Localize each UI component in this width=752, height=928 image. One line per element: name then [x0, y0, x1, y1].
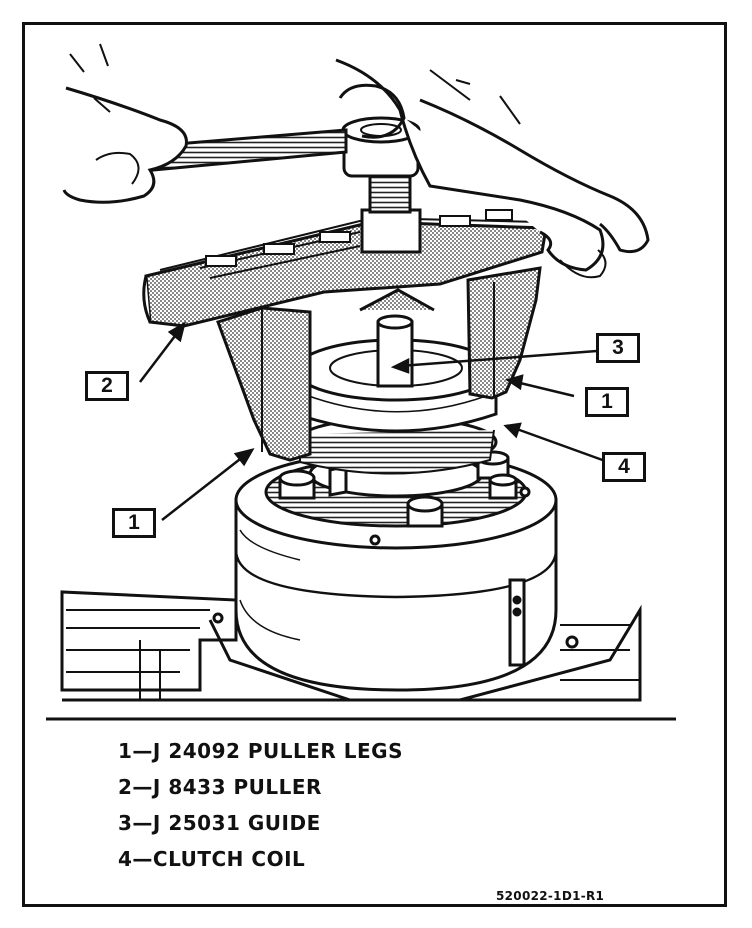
parts-legend: 1—J 24092 PULLER LEGS 2—J 8433 PULLER 3—…	[118, 738, 403, 882]
puller-leg-right	[466, 266, 542, 400]
puller-screw	[359, 288, 435, 388]
figure-id: 520022-1D1-R1	[496, 889, 605, 903]
hand-left	[62, 43, 188, 204]
callout-puller-legs-left: 1	[112, 508, 156, 538]
legend-item-guide: 3—J 25031 GUIDE	[118, 811, 321, 835]
legend-item-puller-legs: 1—J 24092 PULLER LEGS	[118, 739, 404, 763]
legend-item-puller: 2—J 8433 PULLER	[118, 775, 322, 799]
leader-lines	[139, 321, 611, 521]
hand-right	[335, 58, 650, 279]
callout-puller-legs-right: 1	[585, 387, 629, 417]
callout-guide: 3	[596, 333, 640, 363]
hub-bolt-far-right	[488, 473, 518, 500]
legend-item-clutch-coil: 4—CLUTCH COIL	[118, 847, 306, 871]
compressor-housing	[60, 590, 642, 702]
hub-bolt-center	[406, 495, 444, 528]
puller-leg-left	[216, 306, 312, 462]
clutch-coil-ring	[294, 416, 498, 475]
callout-clutch-coil: 4	[602, 452, 646, 482]
callout-puller: 2	[85, 371, 129, 401]
hub-bolt-left	[278, 469, 316, 500]
